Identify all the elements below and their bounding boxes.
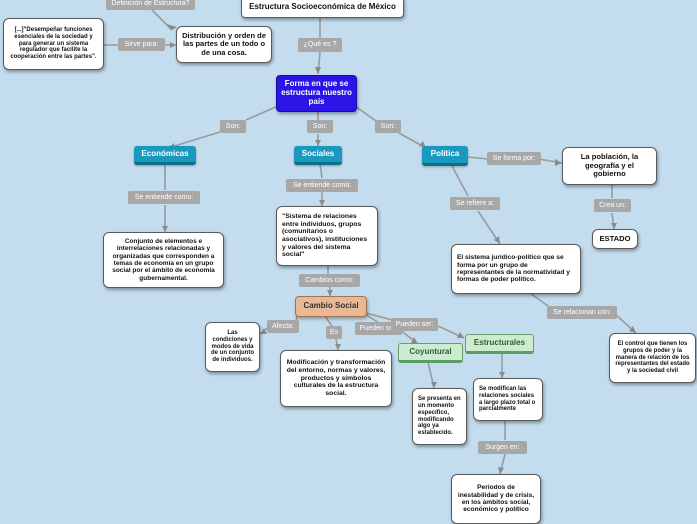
- sociales-link-label: Se entiende como:: [286, 179, 358, 192]
- branch-label-politica: Son:: [375, 120, 401, 133]
- economicas-node[interactable]: Económicas: [134, 146, 196, 165]
- coyuntural-text[interactable]: Se presenta en un momento específico, mo…: [412, 388, 467, 445]
- refers-node[interactable]: El sistema jurídico-político que se form…: [451, 244, 581, 294]
- creates-label: Crea un:: [594, 199, 631, 212]
- estructurales-node[interactable]: Estructurales: [465, 334, 534, 354]
- serves-label: Sirve para:: [118, 38, 165, 51]
- sociales-definition[interactable]: "Sistema de relaciones entre individuos,…: [276, 206, 378, 266]
- cambio-social-node[interactable]: Cambio Social: [295, 296, 367, 317]
- purpose-node[interactable]: [...]"Desempeñar funciones esenciales de…: [3, 18, 104, 70]
- branch-label-economicas: Son:: [220, 120, 246, 133]
- can-be-label-1: Pueden ser:: [355, 322, 402, 335]
- refers-label: Se refiere a:: [450, 197, 500, 210]
- state-node[interactable]: ESTADO: [592, 229, 638, 249]
- arise-label: Surgen en:: [478, 441, 527, 454]
- forms-node[interactable]: La población, la geografía y el gobierno: [562, 147, 657, 185]
- what-is-label: ¿Qué es ?: [298, 38, 342, 52]
- is-label: Es: [326, 326, 342, 339]
- estructurales-text[interactable]: Se modifican las relaciones sociales a l…: [473, 378, 543, 421]
- affects-label: Afecta:: [267, 320, 299, 333]
- arise-node[interactable]: Periodos de inestabilidad y de crisis, e…: [451, 474, 541, 524]
- politica-node[interactable]: Política: [422, 146, 468, 166]
- affects-node[interactable]: Las condiciones y modos de vida de un co…: [205, 322, 260, 372]
- branch-label-sociales: Son:: [307, 120, 333, 133]
- is-node[interactable]: Modificación y transformación del entorn…: [280, 350, 392, 407]
- relates-node[interactable]: El control que tienen los grupos de pode…: [609, 333, 696, 383]
- sociales-change-label: Cambios como:: [299, 274, 360, 287]
- economicas-link-label: Se entiende como:: [128, 191, 200, 204]
- definition-label: Definición de Estructura?: [106, 0, 195, 10]
- forms-label: Se forma por:: [487, 152, 541, 165]
- sociales-node[interactable]: Sociales: [294, 146, 342, 165]
- economicas-definition[interactable]: Conjunto de elementos e interrelaciones …: [103, 232, 224, 288]
- root-node[interactable]: Forma en que se estructura nuestro país: [276, 75, 357, 112]
- definition-node[interactable]: Distribución y orden de las partes de un…: [176, 26, 272, 63]
- relates-label: Se relacionan con:: [547, 306, 617, 319]
- coyuntural-node[interactable]: Coyuntural: [398, 343, 463, 363]
- title-node[interactable]: Estructura Socioeconómica de México: [241, 0, 404, 18]
- can-be-label-2: Pueden ser:: [391, 318, 438, 331]
